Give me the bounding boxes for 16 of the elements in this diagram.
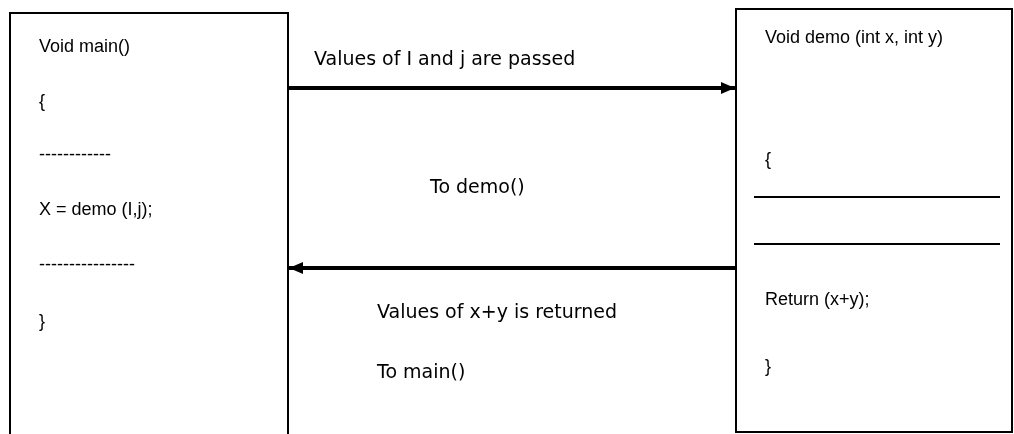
arrow xyxy=(289,262,735,274)
code-line: ---------------- xyxy=(39,253,136,276)
code-line: Void main() xyxy=(39,35,132,58)
code-box xyxy=(9,12,289,434)
code-line: Void demo (int x, int y) xyxy=(765,26,945,49)
code-line: { xyxy=(39,90,46,113)
text-label: To main() xyxy=(377,359,466,384)
arrow xyxy=(289,82,735,94)
text-label: To demo() xyxy=(430,174,525,199)
code-box xyxy=(735,8,1013,433)
code-line: ------------ xyxy=(39,143,112,166)
code-line: Return (x+y); xyxy=(765,288,871,311)
code-line: { xyxy=(765,148,772,171)
code-line: } xyxy=(765,355,772,378)
code-line: } xyxy=(39,310,46,333)
code-line: X = demo (I,j); xyxy=(39,198,154,221)
